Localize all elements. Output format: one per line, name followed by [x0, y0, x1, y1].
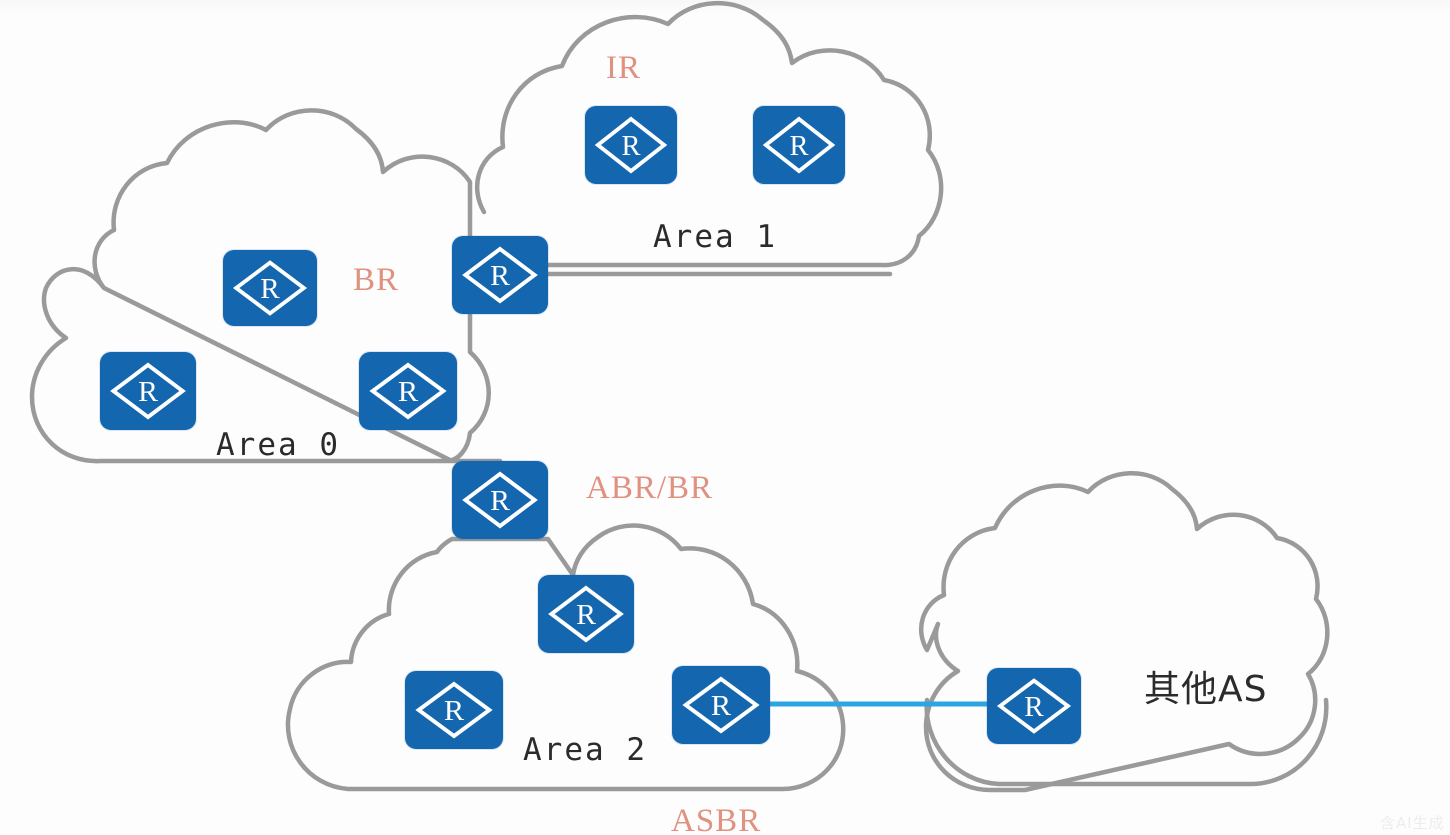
cloud-area2 — [285, 523, 846, 792]
router-node[interactable]: R — [753, 106, 845, 184]
router-icon: R — [585, 106, 677, 184]
svg-text:R: R — [490, 261, 510, 292]
area-label-other_as: 其他AS — [1144, 669, 1268, 710]
router-node[interactable]: R — [585, 106, 677, 184]
svg-text:R: R — [398, 377, 419, 408]
router-icon: R — [538, 575, 634, 653]
router-icon: R — [452, 236, 548, 314]
router-node[interactable]: R — [359, 352, 457, 430]
router-icon: R — [100, 352, 196, 430]
router-icon: R — [223, 250, 317, 326]
role-label-br: BR — [353, 262, 400, 298]
area-label-area0: Area 0 — [216, 427, 340, 463]
cloud-area0 — [29, 108, 503, 464]
router-node[interactable]: R — [672, 666, 770, 744]
watermark: 含AI生成 — [1380, 814, 1445, 832]
router-node[interactable]: R — [987, 668, 1081, 744]
router-node[interactable]: R — [405, 671, 503, 749]
cloud-area1 — [474, 0, 944, 268]
svg-text:R: R — [260, 274, 280, 304]
router-icon: R — [987, 668, 1081, 744]
router-icon: R — [672, 666, 770, 744]
svg-text:R: R — [490, 486, 510, 517]
role-label-abrbr: ABR/BR — [586, 470, 714, 506]
router-icon: R — [359, 352, 457, 430]
router-icon: R — [452, 461, 548, 539]
router-node[interactable]: R — [223, 250, 317, 326]
svg-text:R: R — [789, 130, 809, 162]
cloud-other-as — [918, 471, 1330, 793]
router-icon: R — [753, 106, 845, 184]
router-icon: R — [405, 671, 503, 749]
area-label-area2: Area 2 — [523, 732, 647, 768]
svg-text:R: R — [1024, 692, 1044, 722]
svg-text:R: R — [576, 600, 596, 631]
role-label-ir: IR — [606, 50, 641, 86]
area-label-area1: Area 1 — [653, 219, 777, 255]
cloud-other-as-base — [924, 697, 1329, 787]
svg-text:R: R — [138, 377, 158, 408]
svg-text:R: R — [711, 691, 732, 722]
role-label-asbr: ASBR — [671, 803, 762, 835]
router-node[interactable]: R — [100, 352, 196, 430]
router-node[interactable]: R — [452, 461, 548, 539]
svg-text:R: R — [621, 130, 641, 162]
svg-text:R: R — [444, 696, 465, 727]
router-node[interactable]: R — [538, 575, 634, 653]
router-node[interactable]: R — [452, 236, 548, 314]
top-band — [0, 0, 1450, 14]
